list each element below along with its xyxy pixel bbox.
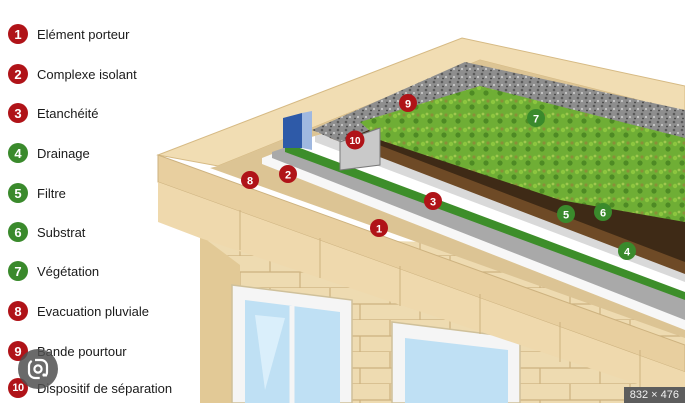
svg-text:6: 6 <box>600 208 606 220</box>
legend: 1 Elément porteur 2 Complexe isolant 3 E… <box>0 0 200 403</box>
legend-item-6: 6 Substrat <box>8 220 85 244</box>
svg-text:9: 9 <box>405 99 411 111</box>
callout-3: 3 <box>424 192 442 210</box>
legend-badge-1: 1 <box>8 24 28 44</box>
callout-5: 5 <box>557 205 575 223</box>
callout-8: 8 <box>241 171 259 189</box>
svg-text:4: 4 <box>624 247 631 259</box>
parapet-wall <box>158 182 685 400</box>
legend-label-6: Substrat <box>37 224 86 240</box>
legend-item-4: 4 Drainage <box>8 141 90 165</box>
svg-text:1: 1 <box>376 224 382 236</box>
legend-badge-5: 5 <box>8 183 28 203</box>
svg-text:2: 2 <box>285 170 291 182</box>
legend-item-8: 8 Evacuation pluviale <box>8 299 149 323</box>
legend-badge-3: 3 <box>8 103 28 123</box>
legend-label-8: Evacuation pluviale <box>37 303 150 319</box>
legend-label-1: Elément porteur <box>37 26 130 42</box>
building-side-wall <box>200 235 240 403</box>
svg-text:10: 10 <box>349 136 361 147</box>
callout-4: 4 <box>618 242 636 260</box>
legend-label-7: Végétation <box>37 263 100 279</box>
image-size-badge: 832 × 476 <box>623 387 685 403</box>
parapet-front <box>157 154 685 373</box>
legend-label-10: Dispositif de séparation <box>37 380 173 396</box>
legend-item-2: 2 Complexe isolant <box>8 62 137 86</box>
legend-label-4: Drainage <box>37 145 90 161</box>
google-lens-icon <box>27 358 49 380</box>
svg-text:7: 7 <box>533 114 539 126</box>
legend-badge-4: 4 <box>8 143 28 163</box>
google-lens-button[interactable] <box>18 349 58 389</box>
callout-10: 10 <box>345 130 365 150</box>
callout-1: 1 <box>370 219 388 237</box>
legend-item-3: 3 Etanchéité <box>8 101 98 125</box>
window-1 <box>231 284 353 403</box>
legend-item-5: 5 Filtre <box>8 181 66 205</box>
legend-badge-2: 2 <box>8 64 28 84</box>
legend-item-7: 7 Végétation <box>8 259 99 283</box>
window-2 <box>391 321 521 403</box>
callout-2: 2 <box>279 165 297 183</box>
callout-7: 7 <box>527 109 545 127</box>
callout-9: 9 <box>399 94 417 112</box>
legend-label-9: Bande pourtour <box>37 343 127 359</box>
legend-badge-7: 7 <box>8 261 28 281</box>
legend-label-3: Etanchéité <box>37 105 99 121</box>
svg-text:8: 8 <box>247 176 253 188</box>
legend-badge-8: 8 <box>8 301 28 321</box>
legend-item-10: 10 Dispositif de séparation <box>8 376 172 400</box>
legend-item-1: 1 Elément porteur <box>8 22 130 46</box>
callout-6: 6 <box>594 203 612 221</box>
legend-label-2: Complexe isolant <box>37 66 137 82</box>
edge-flashing <box>283 113 302 148</box>
svg-text:5: 5 <box>563 210 569 222</box>
legend-label-5: Filtre <box>37 185 66 201</box>
svg-text:3: 3 <box>430 197 436 209</box>
legend-badge-6: 6 <box>8 222 28 242</box>
vegetation-surface <box>360 86 685 222</box>
